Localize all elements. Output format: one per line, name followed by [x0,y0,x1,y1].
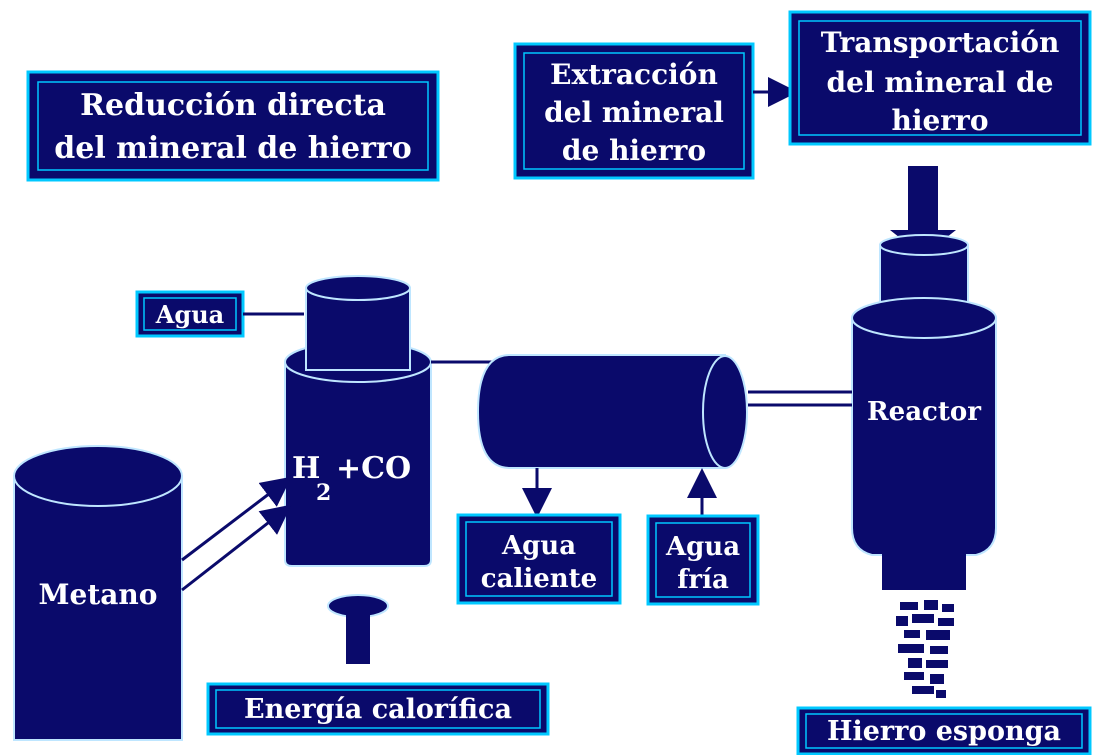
extraction-line2: del mineral [544,96,724,129]
gas-co-label: +CO [336,451,411,486]
cold-water-line1: Agua [665,532,740,562]
title-box: Reducción directa del mineral de hierro [26,70,440,182]
title-line1: Reducción directa [80,88,386,123]
energy-label: Energía calorífica [244,694,512,725]
energy-box: Energía calorífica [206,682,550,736]
reactor-label: Reactor [867,397,981,427]
methane-label: Metano [39,578,158,611]
hot-water-box: Agua caliente [456,513,622,605]
sponge-iron-label: Hierro esponga [827,716,1061,747]
cold-water-line2: fría [677,565,729,595]
extraction-box: Extracción del mineral de hierro [513,42,755,180]
methane-to-vessel-line-bottom [181,504,292,592]
transport-line3: hierro [892,104,989,137]
cold-water-box: Agua fría [646,514,760,606]
sponge-iron-box: Hierro esponga [796,706,1092,755]
heat-exchanger [476,354,748,469]
title-line2: del mineral de hierro [54,131,411,166]
hot-water-line2: caliente [481,564,597,594]
water-in-box: Agua [135,290,245,338]
transport-line1: Transportación [821,26,1060,59]
gas-sub-label: 2 [316,480,331,506]
reactor: Reactor [851,234,997,590]
methane-tank: Metano [13,445,183,741]
extraction-line3: de hierro [562,134,706,167]
gas-h-label: H [292,451,320,486]
extraction-line1: Extracción [550,58,718,91]
water-in-label: Agua [155,300,224,329]
burner-icon [327,594,389,664]
hot-water-line1: Agua [501,531,576,561]
gas-vessel: H 2 +CO [284,275,432,567]
sponge-iron-particles-icon [896,600,954,698]
transport-box: Transportación del mineral de hierro [788,10,1092,146]
transport-line2: del mineral de [827,66,1054,99]
methane-to-vessel-line-top [181,476,292,562]
